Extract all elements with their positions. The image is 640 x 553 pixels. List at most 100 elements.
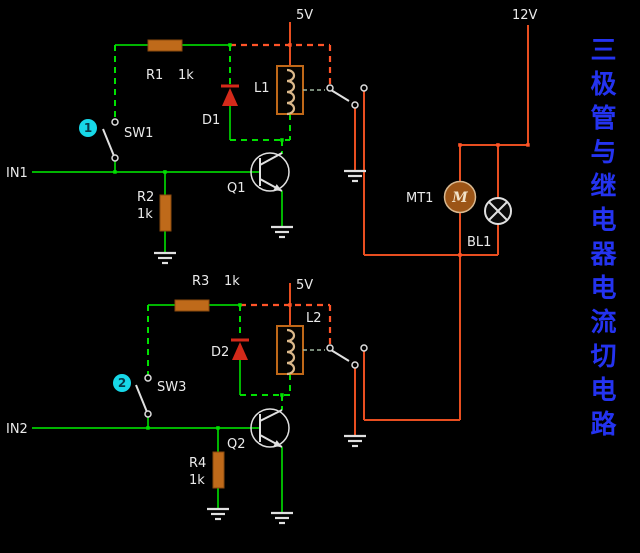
label-12v: 12V <box>512 8 538 23</box>
emitter-arrow-icon <box>273 184 282 191</box>
motor-body[interactable] <box>443 180 477 214</box>
label-d2: D2 <box>211 345 229 360</box>
junction-dot <box>228 43 232 47</box>
junction-dot <box>288 303 292 307</box>
transistor-outline[interactable] <box>250 152 290 192</box>
junction-dot <box>146 426 150 430</box>
transistor-q1[interactable] <box>250 152 290 192</box>
lamp-bl1[interactable] <box>484 197 512 225</box>
label-r1: R1 <box>146 68 163 83</box>
junction-dot <box>280 138 284 142</box>
relay-contact-k1[interactable] <box>303 84 368 109</box>
contact-terminal <box>360 344 368 352</box>
motor-symbol-icon: M <box>451 190 468 206</box>
badge-number: 2 <box>118 376 126 390</box>
lamp-cross-icon <box>488 201 508 221</box>
transistor-q2[interactable] <box>250 408 290 448</box>
label-in2: IN2 <box>6 422 28 437</box>
ground-symbol <box>271 225 293 239</box>
ground-symbol <box>271 511 293 525</box>
coil-symbol-icon <box>286 328 296 376</box>
switch-terminal <box>144 410 152 418</box>
label-d1: D1 <box>202 113 220 128</box>
emitter-arrow-icon <box>273 440 282 447</box>
junction-dot <box>163 170 167 174</box>
switch-terminal <box>144 374 152 382</box>
label-r4: R4 <box>189 456 206 471</box>
label-r3: R3 <box>192 274 209 289</box>
badge-number: 1 <box>84 121 92 135</box>
junction-dot <box>458 143 462 147</box>
contact-arm[interactable] <box>330 89 350 102</box>
ground-symbol <box>207 507 229 521</box>
resistor-r2[interactable] <box>159 194 172 232</box>
junction-dot <box>216 426 220 430</box>
junction-dot <box>238 303 242 307</box>
junction-dot <box>496 143 500 147</box>
relay-coil-l2[interactable] <box>276 325 304 376</box>
label-r4-value: 1k <box>189 473 205 488</box>
ground-symbol <box>344 434 366 448</box>
switch-arm[interactable] <box>102 128 115 157</box>
switch-sw1[interactable] <box>102 118 119 162</box>
wires-power-active <box>230 43 332 344</box>
contact-terminal <box>351 361 359 369</box>
contact-terminal <box>326 84 334 92</box>
wires-power <box>289 22 529 435</box>
label-5v-stage1: 5V <box>296 8 313 23</box>
resistor-body[interactable] <box>147 39 183 52</box>
label-r2-value: 1k <box>137 207 153 222</box>
label-r2: R2 <box>137 190 154 205</box>
diode-d1[interactable] <box>221 84 239 106</box>
transistor-collector <box>259 152 283 166</box>
badge-1[interactable]: 1 <box>79 119 97 137</box>
label-l1: L1 <box>254 81 270 96</box>
badge-2[interactable]: 2 <box>113 374 131 392</box>
label-sw1: SW1 <box>124 126 153 141</box>
switch-terminal <box>111 118 119 126</box>
relay-body[interactable] <box>276 325 304 375</box>
badge-circle[interactable] <box>113 374 131 392</box>
resistor-body[interactable] <box>212 451 225 489</box>
diode-triangle[interactable] <box>232 342 248 360</box>
switch-arm[interactable] <box>135 384 148 413</box>
diode-d2[interactable] <box>231 338 249 360</box>
ground-symbol <box>344 169 366 183</box>
label-bl1: BL1 <box>467 235 491 250</box>
badge-circle[interactable] <box>79 119 97 137</box>
label-5v-stage2: 5V <box>296 278 313 293</box>
motor-mt1[interactable]: M <box>443 180 477 214</box>
junction-dot <box>458 253 462 257</box>
junction-dot <box>113 170 117 174</box>
contact-terminal <box>351 101 359 109</box>
relay-body[interactable] <box>276 65 304 115</box>
resistor-body[interactable] <box>159 194 172 232</box>
label-mt1: MT1 <box>406 191 433 206</box>
diode-triangle[interactable] <box>222 88 238 106</box>
relay-contact-k2[interactable] <box>303 344 368 369</box>
junction-dots <box>113 43 530 430</box>
coil-symbol-icon <box>286 68 296 116</box>
wires-signal <box>32 44 283 512</box>
contact-terminal <box>326 344 334 352</box>
label-r3-value: 1k <box>224 274 240 289</box>
label-in1: IN1 <box>6 166 28 181</box>
label-q2: Q2 <box>227 437 246 452</box>
resistor-r3[interactable] <box>174 299 210 312</box>
junction-dot <box>288 43 292 47</box>
switch-sw3[interactable] <box>135 374 152 418</box>
resistor-r1[interactable] <box>147 39 183 52</box>
resistor-r4[interactable] <box>212 451 225 489</box>
transistor-outline[interactable] <box>250 408 290 448</box>
label-l2: L2 <box>306 311 322 326</box>
circuit-title: 三极管与继电器电流切电路 <box>586 36 616 444</box>
junction-dot <box>280 393 284 397</box>
relay-coil-l1[interactable] <box>276 65 304 116</box>
contact-arm[interactable] <box>330 349 350 362</box>
label-r1-value: 1k <box>178 68 194 83</box>
resistor-body[interactable] <box>174 299 210 312</box>
switch-terminal <box>111 154 119 162</box>
wires-signal-active <box>114 45 291 410</box>
